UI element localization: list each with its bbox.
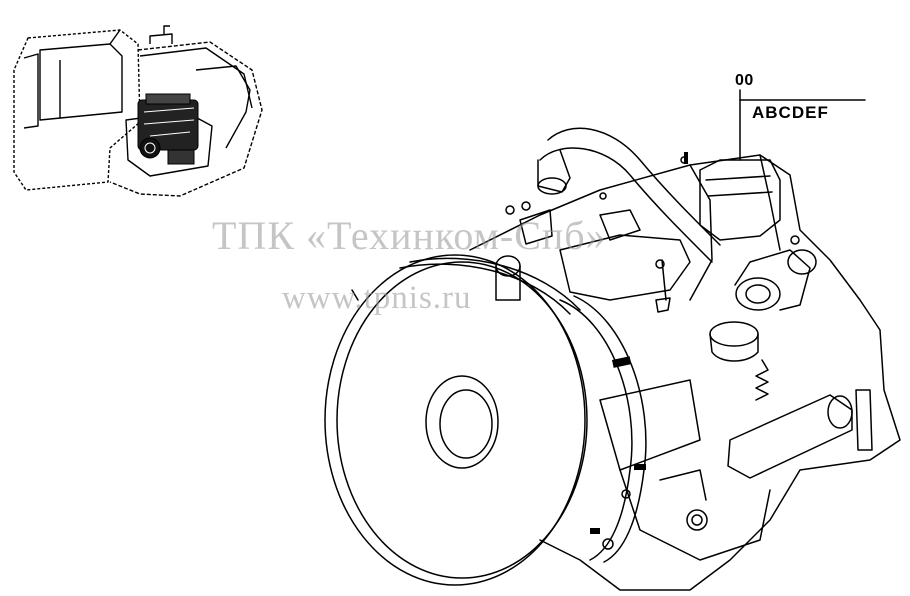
- variant-letters: ABCDEF: [752, 103, 829, 122]
- variant-code: 00: [735, 72, 754, 89]
- excavator-locator-icon: [13, 25, 263, 197]
